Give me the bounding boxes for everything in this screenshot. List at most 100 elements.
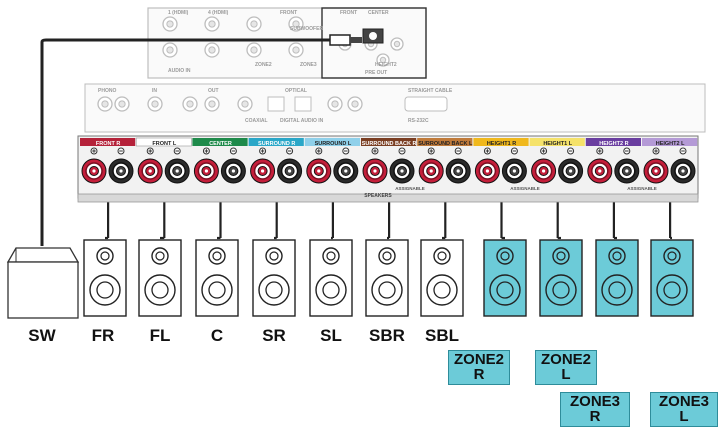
tweeter xyxy=(208,247,226,265)
panel-label: PHONO xyxy=(98,88,116,94)
woofer-center xyxy=(433,281,451,299)
channel-header xyxy=(80,138,136,146)
tweeter xyxy=(663,247,681,265)
terminal-hole xyxy=(485,169,489,173)
in-jack-center xyxy=(151,100,159,108)
speaker-icon xyxy=(309,239,353,317)
panel-label: FRONT xyxy=(340,10,357,16)
assignable-label: ASSIGNABLE xyxy=(510,186,540,191)
zone-box-zone2-l: ZONE2 L xyxy=(535,350,597,385)
speaker-label-sw: SW xyxy=(28,326,56,345)
tweeter xyxy=(151,247,169,265)
pre-out-jack-center xyxy=(393,40,401,48)
terminal-hole xyxy=(317,169,321,173)
channel-header xyxy=(192,138,248,146)
panel-label: FRONT xyxy=(280,10,297,16)
terminal-hole xyxy=(598,169,602,173)
terminal-hole xyxy=(542,169,546,173)
audio-in-jack-center xyxy=(186,100,194,108)
zone-speaker-icon xyxy=(650,239,694,317)
speakers-title: SPEAKERS xyxy=(364,193,392,199)
hdmi-jack-center xyxy=(292,20,300,28)
terminal-hole xyxy=(288,169,292,173)
channel-header xyxy=(304,138,360,146)
channel-header xyxy=(361,138,417,146)
channel-label: HEIGHT2 L xyxy=(656,141,685,147)
terminal-hole xyxy=(429,169,433,173)
audio-jack-center xyxy=(292,46,300,54)
tweeter-center xyxy=(212,251,222,261)
woofer-center xyxy=(322,281,340,299)
woofer xyxy=(89,274,121,306)
panel-label: DIGITAL AUDIO IN xyxy=(280,118,324,124)
channel-label: HEIGHT1 R xyxy=(487,141,516,147)
zone-speaker-icon xyxy=(483,239,527,317)
zone-line2: R xyxy=(473,366,485,383)
woofer-center xyxy=(608,281,626,299)
zone-line1: ZONE3 xyxy=(658,393,709,410)
speaker-icon xyxy=(252,239,296,317)
tweeter xyxy=(322,247,340,265)
rca-plug xyxy=(329,34,351,46)
terminal-hole xyxy=(569,169,573,173)
zone-line2: L xyxy=(561,366,571,383)
zone-speaker-icon xyxy=(595,239,639,317)
woofer xyxy=(489,274,521,306)
subwoofer-icon xyxy=(7,261,79,319)
tweeter xyxy=(265,247,283,265)
speaker-label-fl: FL xyxy=(149,326,171,345)
channel-label: SURROUND R xyxy=(258,141,295,147)
woofer xyxy=(426,274,458,306)
panel-label: ZONE3 xyxy=(300,62,317,68)
channel-label: SURROUND BACK R xyxy=(362,141,417,147)
woofer xyxy=(656,274,688,306)
terminal-hole xyxy=(231,169,235,173)
terminal-hole xyxy=(625,169,629,173)
terminal-hole xyxy=(148,169,152,173)
speaker-label-sbl: SBL xyxy=(425,326,459,345)
zone-line2: L xyxy=(679,408,689,425)
panel-label: 1 (HDMI) xyxy=(168,10,189,16)
speaker-label-sl: SL xyxy=(320,326,342,345)
subwoofer-cable xyxy=(40,38,332,246)
audio-jack-center xyxy=(250,46,258,54)
panel-label: IN xyxy=(152,88,157,94)
terminal-hole xyxy=(261,169,265,173)
pre-out-jack-center xyxy=(379,56,387,64)
panel-label: SUBWOOFER xyxy=(290,26,323,32)
woofer xyxy=(315,274,347,306)
speaker-label-sbr: SBR xyxy=(369,326,405,345)
subwoofer-top xyxy=(6,247,80,263)
tweeter-center xyxy=(437,251,447,261)
audio-out-jack-center xyxy=(208,100,216,108)
subwoofer-out-center xyxy=(369,32,377,40)
audio-jack-center xyxy=(166,46,174,54)
tweeter-center xyxy=(269,251,279,261)
speaker-cables xyxy=(40,34,672,246)
tweeter-center xyxy=(556,251,566,261)
channel-label: HEIGHT1 L xyxy=(543,141,572,147)
lower-panel-frame xyxy=(84,83,706,133)
panel-label: PRE OUT xyxy=(365,70,387,76)
panel-label: ZONE2 xyxy=(255,62,272,68)
panel-label: AUDIO IN xyxy=(168,68,191,74)
optical-jack xyxy=(294,96,312,112)
woofer-center xyxy=(378,281,396,299)
tweeter-center xyxy=(100,251,110,261)
channel-header xyxy=(585,138,641,146)
channel-header xyxy=(529,138,585,146)
woofer-center xyxy=(663,281,681,299)
panel-label: OUT xyxy=(208,88,219,94)
rca-plug-tip xyxy=(350,37,362,43)
channel-label: FRONT R xyxy=(96,141,120,147)
speaker-icon xyxy=(365,239,409,317)
channel-label: CENTER xyxy=(209,141,232,147)
channel-header xyxy=(473,138,529,146)
woofer xyxy=(545,274,577,306)
panel-label: STRAIGHT CABLE xyxy=(408,88,453,94)
terminal-hole xyxy=(456,169,460,173)
